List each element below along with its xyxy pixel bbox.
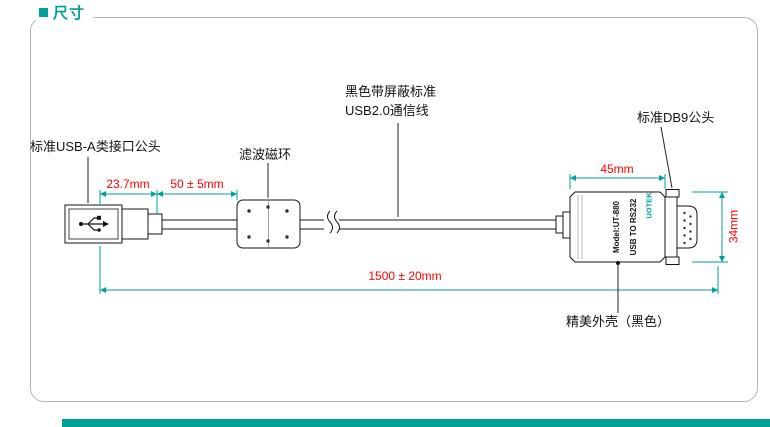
page-title-text: 尺寸 bbox=[53, 4, 86, 22]
page-title: 尺寸 bbox=[36, 1, 94, 23]
callout-usb-connector: 标准USB-A类接口公头 bbox=[30, 139, 161, 154]
dimension-usb-to-ferrite: 50 ± 5mm bbox=[170, 177, 224, 191]
dimension-total-length: 1500 ± 20mm bbox=[368, 269, 442, 283]
callout-db9-connector: 标准DB9公头 bbox=[637, 110, 715, 125]
cable-drawing-left bbox=[162, 219, 237, 230]
housing-model-text: Model:UT-880 bbox=[612, 201, 621, 254]
housing-product-text: USB TO RS232 bbox=[629, 198, 638, 256]
housing-brand-logo: UOTEK bbox=[644, 192, 654, 219]
callout-ferrite-ring: 滤波磁环 bbox=[239, 147, 292, 162]
usb-trident-icon bbox=[79, 215, 109, 232]
dimension-housing-length: 45mm bbox=[600, 162, 634, 176]
footer-accent-bar bbox=[62, 419, 770, 427]
usb-connector-drawing bbox=[64, 204, 163, 244]
db9-pins bbox=[683, 211, 692, 245]
dimension-usb-length: 23.7mm bbox=[106, 177, 150, 191]
title-bullet-icon bbox=[39, 7, 48, 17]
callout-cable-line1: 黑色带屏蔽标准 bbox=[345, 84, 437, 99]
callout-cable-line2: USB2.0通信线 bbox=[345, 103, 429, 118]
dimension-connector-height: 34mm bbox=[726, 209, 741, 244]
db9-connector-drawing bbox=[555, 189, 698, 265]
cable-break-icon bbox=[324, 210, 340, 236]
leader-lines bbox=[87, 123, 673, 313]
cable-drawing-right bbox=[300, 219, 556, 230]
diagram-frame-border bbox=[30, 17, 758, 402]
ferrite-bead-drawing bbox=[236, 199, 301, 249]
callout-shell: 精美外壳（黑色） bbox=[566, 314, 671, 329]
dimension-lines bbox=[99, 174, 728, 294]
